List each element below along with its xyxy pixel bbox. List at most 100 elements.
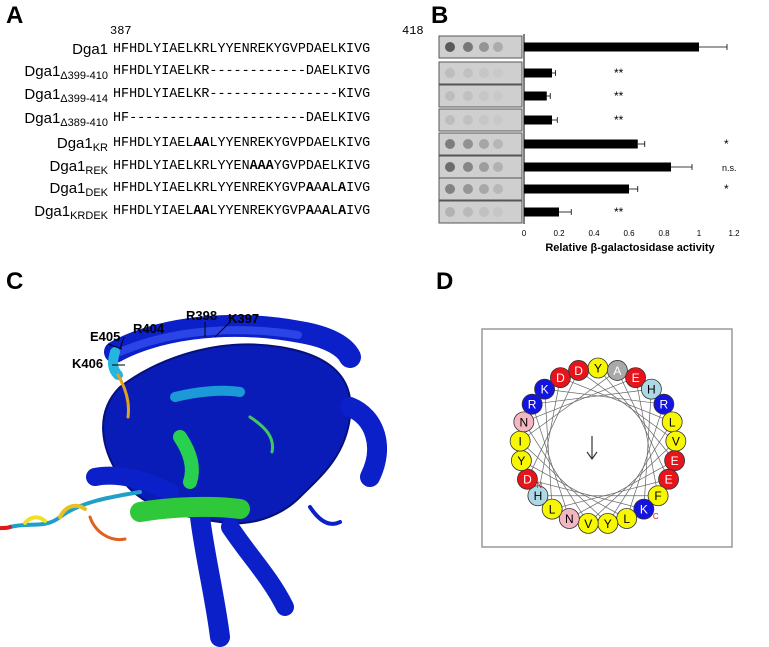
residue-letter: H [534, 489, 543, 503]
x-tick-label: 0 [522, 229, 527, 238]
yeast-spot [479, 139, 489, 149]
wheel-connector [552, 478, 669, 510]
sequence: HFHDLYIAELKRLYYENREKYGVPAAALAIVG [113, 181, 371, 196]
construct-name: Dga1KR [56, 135, 108, 154]
residue-circle [521, 393, 543, 415]
significance-label: * [724, 182, 729, 196]
residue-circle [527, 485, 549, 507]
bar [524, 162, 671, 172]
residue-circle [513, 411, 535, 433]
residue-circle [534, 378, 556, 400]
residue-label-k406: K406 [72, 356, 104, 371]
spot-panel [438, 61, 523, 85]
wheel-connector [544, 388, 664, 405]
residue-letter: F [654, 489, 661, 503]
yeast-spot [479, 91, 489, 101]
yeast-spot [493, 207, 503, 217]
position-end: 418 [402, 24, 424, 38]
residue-circle [633, 498, 655, 520]
spot-panel [438, 200, 523, 224]
x-tick-label: 1 [697, 229, 702, 238]
bar [524, 68, 552, 78]
panel-label-c: C [6, 268, 24, 295]
significance-label: ** [614, 113, 624, 127]
significance-label: n.s. [722, 163, 737, 173]
yeast-spot [493, 68, 503, 78]
wheel-connector [519, 440, 609, 524]
wheel-connector [607, 421, 673, 524]
yeast-spot [493, 42, 503, 52]
wheel-connector [527, 478, 644, 510]
residue-letter: L [669, 415, 676, 429]
residue-letter: Y [604, 517, 612, 531]
residue-letter: R [660, 398, 669, 412]
wheel-connector [560, 377, 673, 423]
x-tick-label: 0.2 [553, 229, 565, 238]
x-tick-label: 0.8 [658, 229, 670, 238]
significance-label: * [724, 137, 729, 151]
yeast-spot [445, 68, 455, 78]
residue-letter: D [574, 364, 583, 378]
yeast-spot [463, 139, 473, 149]
yeast-spot [479, 207, 489, 217]
residue-letter: N [565, 512, 574, 526]
sequence: HFHDLYIAELKRLYYENAAAYGVPDAELKIVG [113, 159, 371, 174]
bar [524, 91, 547, 101]
position-start: 387 [110, 24, 132, 38]
construct-name: Dga1Δ399-410 [24, 63, 108, 82]
wheel-connector [521, 460, 627, 519]
residue-circle [606, 360, 628, 381]
residue-circle [517, 468, 538, 490]
x-tick-label: 1.2 [728, 229, 740, 238]
construct-name: Dga1 [72, 41, 108, 58]
spot-panel [438, 132, 523, 156]
sequence: HFHDLYIAELKR------------DAELKIVG [113, 64, 371, 79]
construct-name: Dga1DEK [49, 180, 108, 199]
residue-label-r398: R398 [186, 308, 218, 323]
x-axis-title: Relative β-galactosidase activity [545, 242, 715, 254]
wheel-connector [532, 388, 652, 405]
residue-circle [625, 367, 646, 389]
yeast-spot [479, 162, 489, 172]
panel-label-d: D [436, 268, 454, 295]
spot-panel [438, 177, 523, 201]
residue-letter: E [665, 473, 673, 487]
protein-structure-image [0, 314, 388, 647]
yeast-spot [463, 91, 473, 101]
yeast-spot [479, 184, 489, 194]
panel-label-b: B [431, 2, 449, 29]
wheel-connector [626, 404, 665, 519]
residue-circle [647, 485, 669, 507]
yeast-spot [463, 42, 473, 52]
residue-letter: I [518, 435, 521, 449]
wheel-connector [544, 389, 553, 510]
residue-circle [550, 367, 571, 389]
residue-letter: L [623, 512, 630, 526]
significance-label: ** [614, 66, 624, 80]
yeast-spot [463, 68, 473, 78]
wheel-connector [569, 460, 675, 519]
bar [524, 207, 559, 217]
wheel-connector [527, 370, 579, 480]
x-tick-label: 0.4 [588, 229, 600, 238]
sequence: HFHDLYIAELAALYYENREKYGVPAAALAIVG [113, 204, 371, 219]
bar [524, 184, 629, 194]
residue-letter: D [556, 371, 565, 385]
sequence: HF----------------------DAELKIVG [113, 111, 371, 126]
construct-name: Dga1KRDEK [34, 203, 108, 222]
residue-letter: H [647, 383, 656, 397]
bar [524, 139, 638, 149]
residue-letter: K [640, 503, 648, 517]
yeast-spot [445, 162, 455, 172]
residue-letter: N [519, 415, 528, 429]
yeast-spot [463, 207, 473, 217]
residue-letter: V [672, 435, 680, 449]
yeast-spot [445, 184, 455, 194]
residue-letter: Y [517, 454, 525, 468]
yeast-spot [463, 184, 473, 194]
residue-letter: K [541, 383, 549, 397]
sequence: HFHDLYIAELKR----------------KIVG [113, 87, 371, 102]
yeast-spot [493, 139, 503, 149]
